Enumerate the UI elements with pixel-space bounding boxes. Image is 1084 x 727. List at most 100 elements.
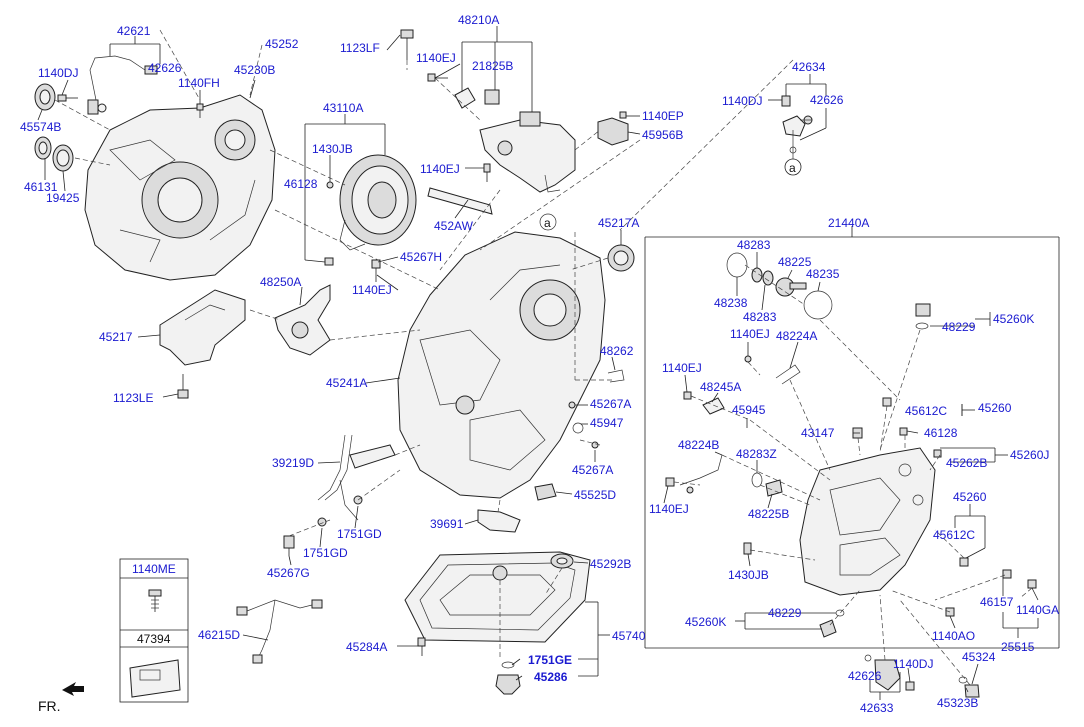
plug-46128	[899, 427, 908, 436]
small-parts-46128	[324, 181, 334, 266]
label-39219d: 39219D	[272, 456, 314, 470]
label-1751gd-upper: 1751GD	[337, 527, 382, 541]
label-45260-upper: 45260	[978, 401, 1012, 415]
label-1751gd-lower: 1751GD	[303, 546, 348, 560]
speed-sensor-42621	[87, 55, 158, 115]
label-1140dj-lower: 1140DJ	[893, 657, 933, 671]
label-21440a: 21440A	[828, 216, 869, 230]
label-48225: 48225	[778, 255, 812, 269]
label-1140ej-lower: 1140EJ	[352, 283, 392, 297]
plug-45260k-lower	[819, 609, 845, 638]
label-45612c-lower: 45612C	[933, 528, 975, 542]
label-plate-icon	[129, 659, 181, 698]
label-45241a: 45241A	[326, 376, 367, 390]
sensor-42634	[781, 95, 813, 137]
label-43147: 43147	[801, 426, 835, 440]
label-45947: 45947	[590, 416, 624, 430]
label-48250a: 48250A	[260, 275, 301, 289]
bracket-21825b	[454, 87, 500, 109]
label-48210a: 48210A	[458, 13, 499, 27]
label-1140ao: 1140AO	[932, 629, 975, 643]
plug-45323b	[958, 676, 980, 698]
fittings-1751gd	[317, 495, 363, 527]
label-1140ej-top: 1140EJ	[416, 51, 456, 65]
part-labels: 42621 1140DJ 42626 45574B 46131 19425 11…	[20, 13, 1059, 715]
plug-45260k	[915, 303, 931, 330]
label-1140ep: 1140EP	[642, 109, 684, 123]
legend-boxes	[119, 558, 189, 703]
label-42626-lower: 42626	[848, 669, 882, 683]
label-42621: 42621	[117, 24, 151, 38]
bolt-1140ej-top	[427, 73, 448, 82]
sensor-45956b	[597, 111, 629, 146]
label-46128-left: 46128	[284, 177, 318, 191]
plug-45267g	[283, 535, 295, 556]
label-42633: 42633	[860, 701, 894, 715]
label-1140ej-lower-left: 1140EJ	[649, 502, 689, 516]
leader-lines	[37, 26, 1039, 700]
circle-a-text: a	[789, 161, 796, 175]
valve-body-group-box	[644, 226, 1060, 649]
bolt-1140ej-mid	[371, 259, 381, 282]
clip-45525d	[534, 483, 557, 501]
label-48283-lower: 48283	[743, 310, 777, 324]
label-45956b: 45956B	[642, 128, 683, 142]
label-19425: 19425	[46, 191, 80, 205]
label-45284a: 45284A	[346, 640, 387, 654]
valve-body-21440a	[799, 447, 936, 596]
label-1140dj-right: 1140DJ	[722, 94, 762, 108]
transaxle-case-housing	[84, 94, 276, 281]
label-47394: 47394	[137, 632, 171, 646]
circle-marker-a-top-right: a	[784, 130, 802, 176]
bolt-1123lf	[400, 29, 414, 60]
label-45267g: 45267G	[267, 566, 310, 580]
bolt-1140dj-left	[57, 94, 78, 102]
label-45230b: 45230B	[234, 63, 275, 77]
pin-1430jb	[743, 542, 752, 555]
label-45286: 45286	[534, 670, 568, 684]
label-452aw: 452AW	[434, 219, 474, 233]
label-1123lf: 1123LF	[340, 41, 380, 55]
label-1430jb-top: 1430JB	[312, 142, 353, 156]
bracket-48245a	[683, 391, 725, 415]
label-front-direction: FR.	[38, 698, 61, 714]
bracket-48224a	[744, 355, 801, 385]
release-fork-48250a	[274, 284, 331, 356]
oil-seal-45217a	[607, 244, 635, 272]
piston-48225	[775, 277, 807, 297]
label-25515: 25515	[1001, 640, 1035, 654]
bolt-icon	[148, 589, 162, 612]
label-1140fh: 1140FH	[178, 76, 220, 90]
label-42626-left: 42626	[148, 61, 182, 75]
oil-pipes-39219d	[317, 434, 396, 521]
label-48262: 48262	[600, 344, 634, 358]
label-1430jb-lower: 1430JB	[728, 568, 769, 582]
label-45292b: 45292B	[590, 557, 631, 571]
label-45260k-lower: 45260K	[685, 615, 726, 629]
label-48224b: 48224B	[678, 438, 719, 452]
label-46157: 46157	[980, 595, 1014, 609]
label-1140ej-vb: 1140EJ	[730, 327, 770, 341]
label-1123le: 1123LE	[113, 391, 153, 405]
snap-ring-48238	[726, 252, 748, 278]
label-45574b: 45574B	[20, 120, 61, 134]
label-42634: 42634	[792, 60, 826, 74]
label-46128-right: 46128	[924, 426, 958, 440]
label-45267a-upper: 45267A	[590, 397, 631, 411]
label-45262b: 45262B	[946, 456, 987, 470]
wiring-harness-46215d	[236, 599, 323, 664]
label-46215d: 46215D	[198, 628, 240, 642]
label-45260k: 45260K	[993, 312, 1034, 326]
label-48238: 48238	[714, 296, 748, 310]
label-42626-right: 42626	[810, 93, 844, 107]
bracket-48224b	[665, 454, 723, 494]
label-45740: 45740	[612, 629, 646, 643]
oil-seal-45574b	[34, 83, 56, 111]
label-48235: 48235	[806, 267, 840, 281]
label-45217a: 45217A	[598, 216, 639, 230]
label-45252: 45252	[265, 37, 299, 51]
clutch-actuator-43110a	[339, 154, 417, 251]
solenoid-block-48210a	[479, 111, 576, 193]
label-1751ge: 1751GE	[528, 653, 572, 667]
